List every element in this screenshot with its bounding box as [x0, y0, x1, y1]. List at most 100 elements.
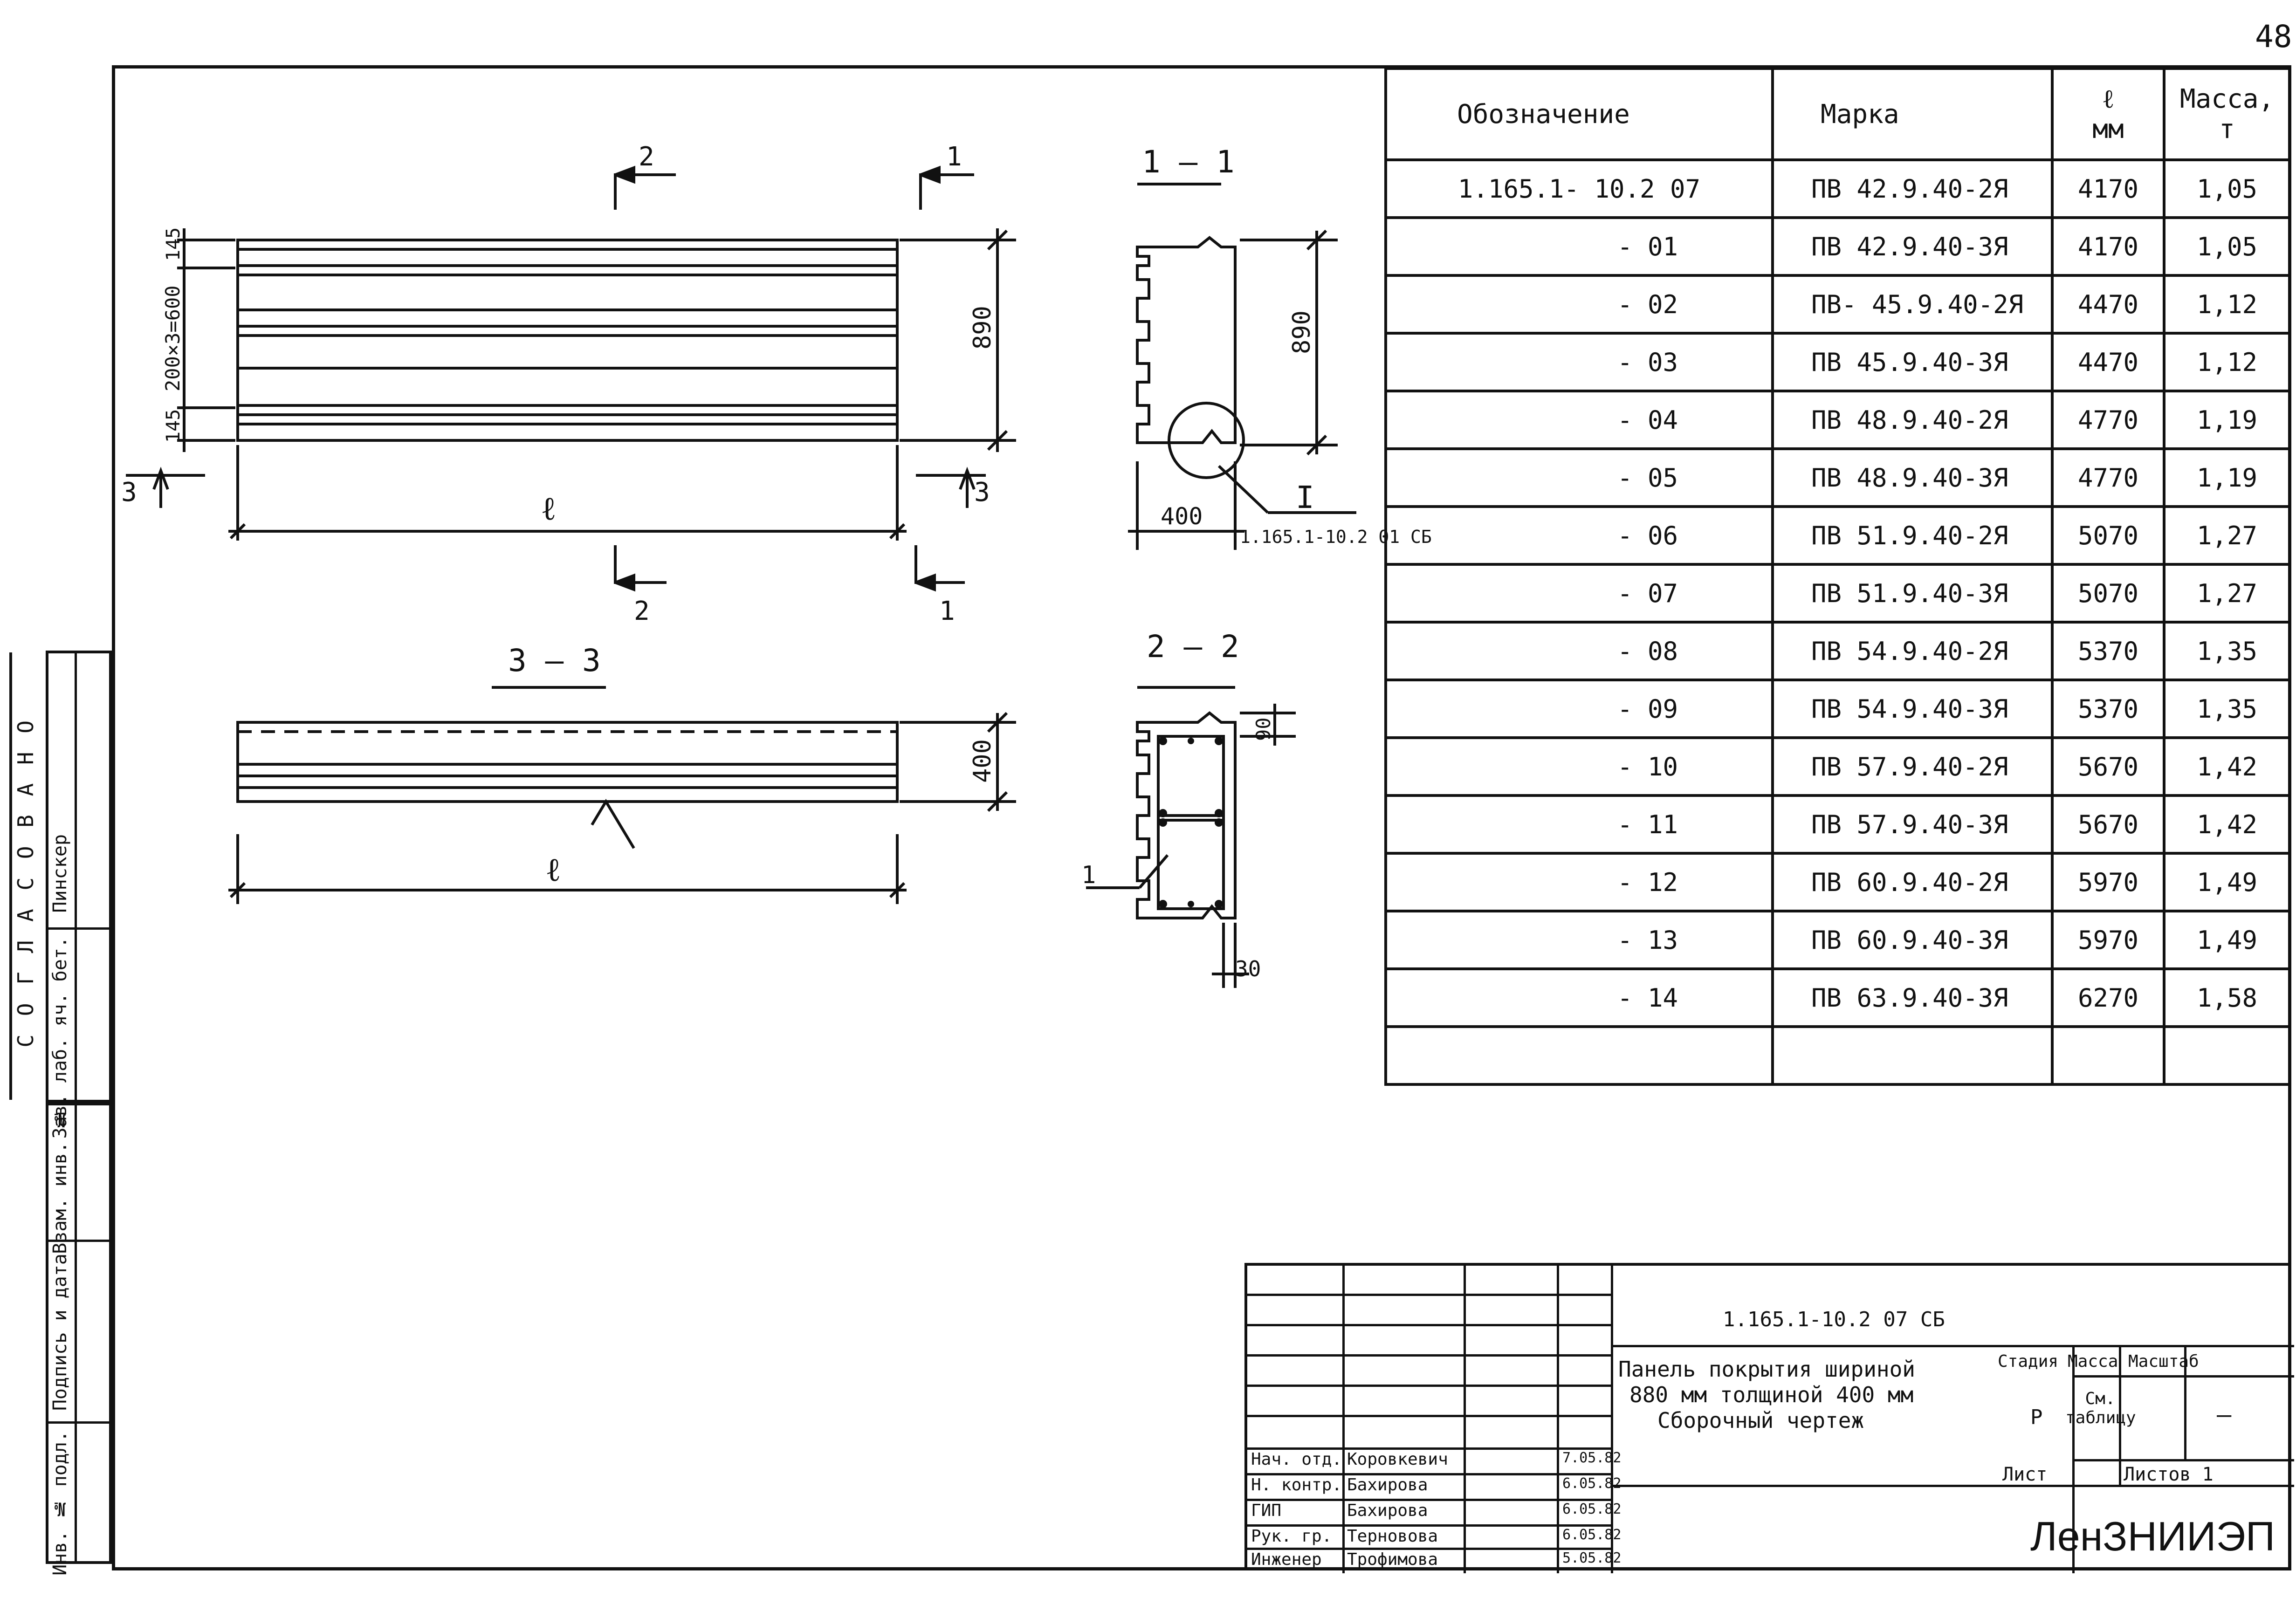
cell-designation: - 14: [1384, 967, 1774, 1028]
stage-value: Р: [2030, 1405, 2043, 1429]
cell-designation: 1.165.1- 10.2 07: [1384, 158, 1774, 219]
staff-name: Бахирова: [1347, 1475, 1428, 1495]
dim-90: 90: [1252, 717, 1275, 741]
cell-length: 4470: [2051, 274, 2165, 335]
table-row: [1384, 1025, 2291, 1086]
staff-date: 7.05.82: [1562, 1450, 1622, 1466]
cell-mass: 1,19: [2163, 447, 2291, 508]
cell-length: 5370: [2051, 621, 2165, 681]
drawing-title-line2: 880 мм толщиной 400 мм: [1629, 1382, 1914, 1407]
section-2-2-label: 2 – 2: [1147, 629, 1239, 665]
staff-name: Бахирова: [1347, 1501, 1428, 1520]
staff-role: Рук. гр.: [1251, 1527, 1332, 1546]
cell-mark: ПВ 42.9.40-3Я: [1771, 216, 2054, 277]
staff-role: Нач. отд.: [1251, 1450, 1342, 1469]
cell-designation: - 08: [1384, 621, 1774, 681]
cell-length: [2051, 1025, 2165, 1086]
cell-mass: 1,05: [2163, 216, 2291, 277]
dim-400-section: 400: [969, 739, 997, 783]
scale-value: —: [2217, 1401, 2232, 1429]
dim-200x3: 200×3=600: [161, 285, 184, 391]
cut-1-bottom: 1: [939, 596, 955, 626]
cell-designation: - 03: [1384, 332, 1774, 392]
page-number: 48: [2255, 19, 2292, 55]
cell-length: 5670: [2051, 794, 2165, 855]
cell-mark: ПВ 51.9.40-3Я: [1771, 563, 2054, 624]
cell-length: 4170: [2051, 216, 2165, 277]
cell-mark: ПВ- 45.9.40-2Я: [1771, 274, 2054, 335]
length-symbol-plan: ℓ: [541, 489, 557, 528]
cell-length: 6270: [2051, 967, 2165, 1028]
sheets-label: Листов 1: [2124, 1464, 2214, 1485]
cell-mass: 1,12: [2163, 332, 2291, 392]
cell-mark: [1771, 1025, 2054, 1086]
cut-3-left: 3: [121, 477, 137, 507]
length-symbol-section: ℓ: [545, 850, 561, 889]
staff-date: 6.05.82: [1562, 1475, 1622, 1492]
cell-mark: ПВ 42.9.40-2Я: [1771, 158, 2054, 219]
cell-length: 5970: [2051, 852, 2165, 912]
header-mass-label: Масса,: [2179, 84, 2275, 114]
cell-mark: ПВ 63.9.40-3Я: [1771, 967, 2054, 1028]
cell-designation: - 01: [1384, 216, 1774, 277]
section-2-2-view: [1086, 686, 1296, 988]
drawing-title-line3: Сборочный чертеж: [1657, 1408, 1864, 1433]
dim-890-section: 890: [1288, 310, 1316, 354]
cell-designation: - 05: [1384, 447, 1774, 508]
cut-3-right: 3: [974, 477, 990, 507]
section-1-1-label: 1 – 1: [1142, 144, 1235, 180]
header-mass: Масса, т: [2163, 67, 2291, 161]
staff-name: Коровкевич: [1347, 1450, 1448, 1469]
cell-mass: 1,42: [2163, 794, 2291, 855]
cell-designation: - 02: [1384, 274, 1774, 335]
drawing-title-line1: Панель покрытия шириной: [1618, 1357, 1915, 1382]
position-1: 1: [1081, 861, 1096, 889]
cell-designation: - 12: [1384, 852, 1774, 912]
cell-mark: ПВ 60.9.40-3Я: [1771, 910, 2054, 970]
cell-length: 4770: [2051, 447, 2165, 508]
cut-2-bottom: 2: [634, 596, 650, 626]
header-length-unit: мм: [2092, 114, 2124, 144]
cell-designation: [1384, 1025, 1774, 1086]
cell-mark: ПВ 51.9.40-2Я: [1771, 505, 2054, 566]
header-length: ℓ мм: [2051, 67, 2165, 161]
cut-2-top: 2: [639, 142, 654, 172]
staff-date: 5.05.82: [1562, 1550, 1622, 1566]
staff-date: 6.05.82: [1562, 1501, 1622, 1517]
header-designation: Обозначение: [1384, 67, 1774, 161]
cell-length: 5670: [2051, 736, 2165, 797]
dim-400-width: 400: [1161, 503, 1203, 530]
staff-name: Трофимова: [1347, 1550, 1438, 1569]
dim-30: 30: [1235, 956, 1261, 981]
cut-1-top: 1: [946, 142, 962, 172]
doc-code: 1.165.1-10.2 07 СБ: [1723, 1308, 1945, 1331]
cell-length: 4470: [2051, 332, 2165, 392]
mass-label: Масса: [2068, 1352, 2118, 1371]
cell-mass: 1,58: [2163, 967, 2291, 1028]
cell-designation: - 09: [1384, 679, 1774, 739]
dim-145-bottom: 145: [163, 409, 184, 443]
cell-length: 5070: [2051, 563, 2165, 624]
sheet-label: Лист: [2002, 1464, 2048, 1485]
cell-mass: 1,05: [2163, 158, 2291, 219]
cell-mass: 1,27: [2163, 505, 2291, 566]
staff-role: ГИП: [1251, 1501, 1282, 1520]
node-mark: I: [1296, 480, 1314, 515]
cell-mass: [2163, 1025, 2291, 1086]
cell-length: 5370: [2051, 679, 2165, 739]
staff-name: Терновова: [1347, 1527, 1438, 1546]
section-3-3-label: 3 – 3: [508, 643, 601, 679]
section-3-3-view: [228, 686, 1016, 904]
cell-length: 5970: [2051, 910, 2165, 970]
cell-designation: - 04: [1384, 390, 1774, 450]
